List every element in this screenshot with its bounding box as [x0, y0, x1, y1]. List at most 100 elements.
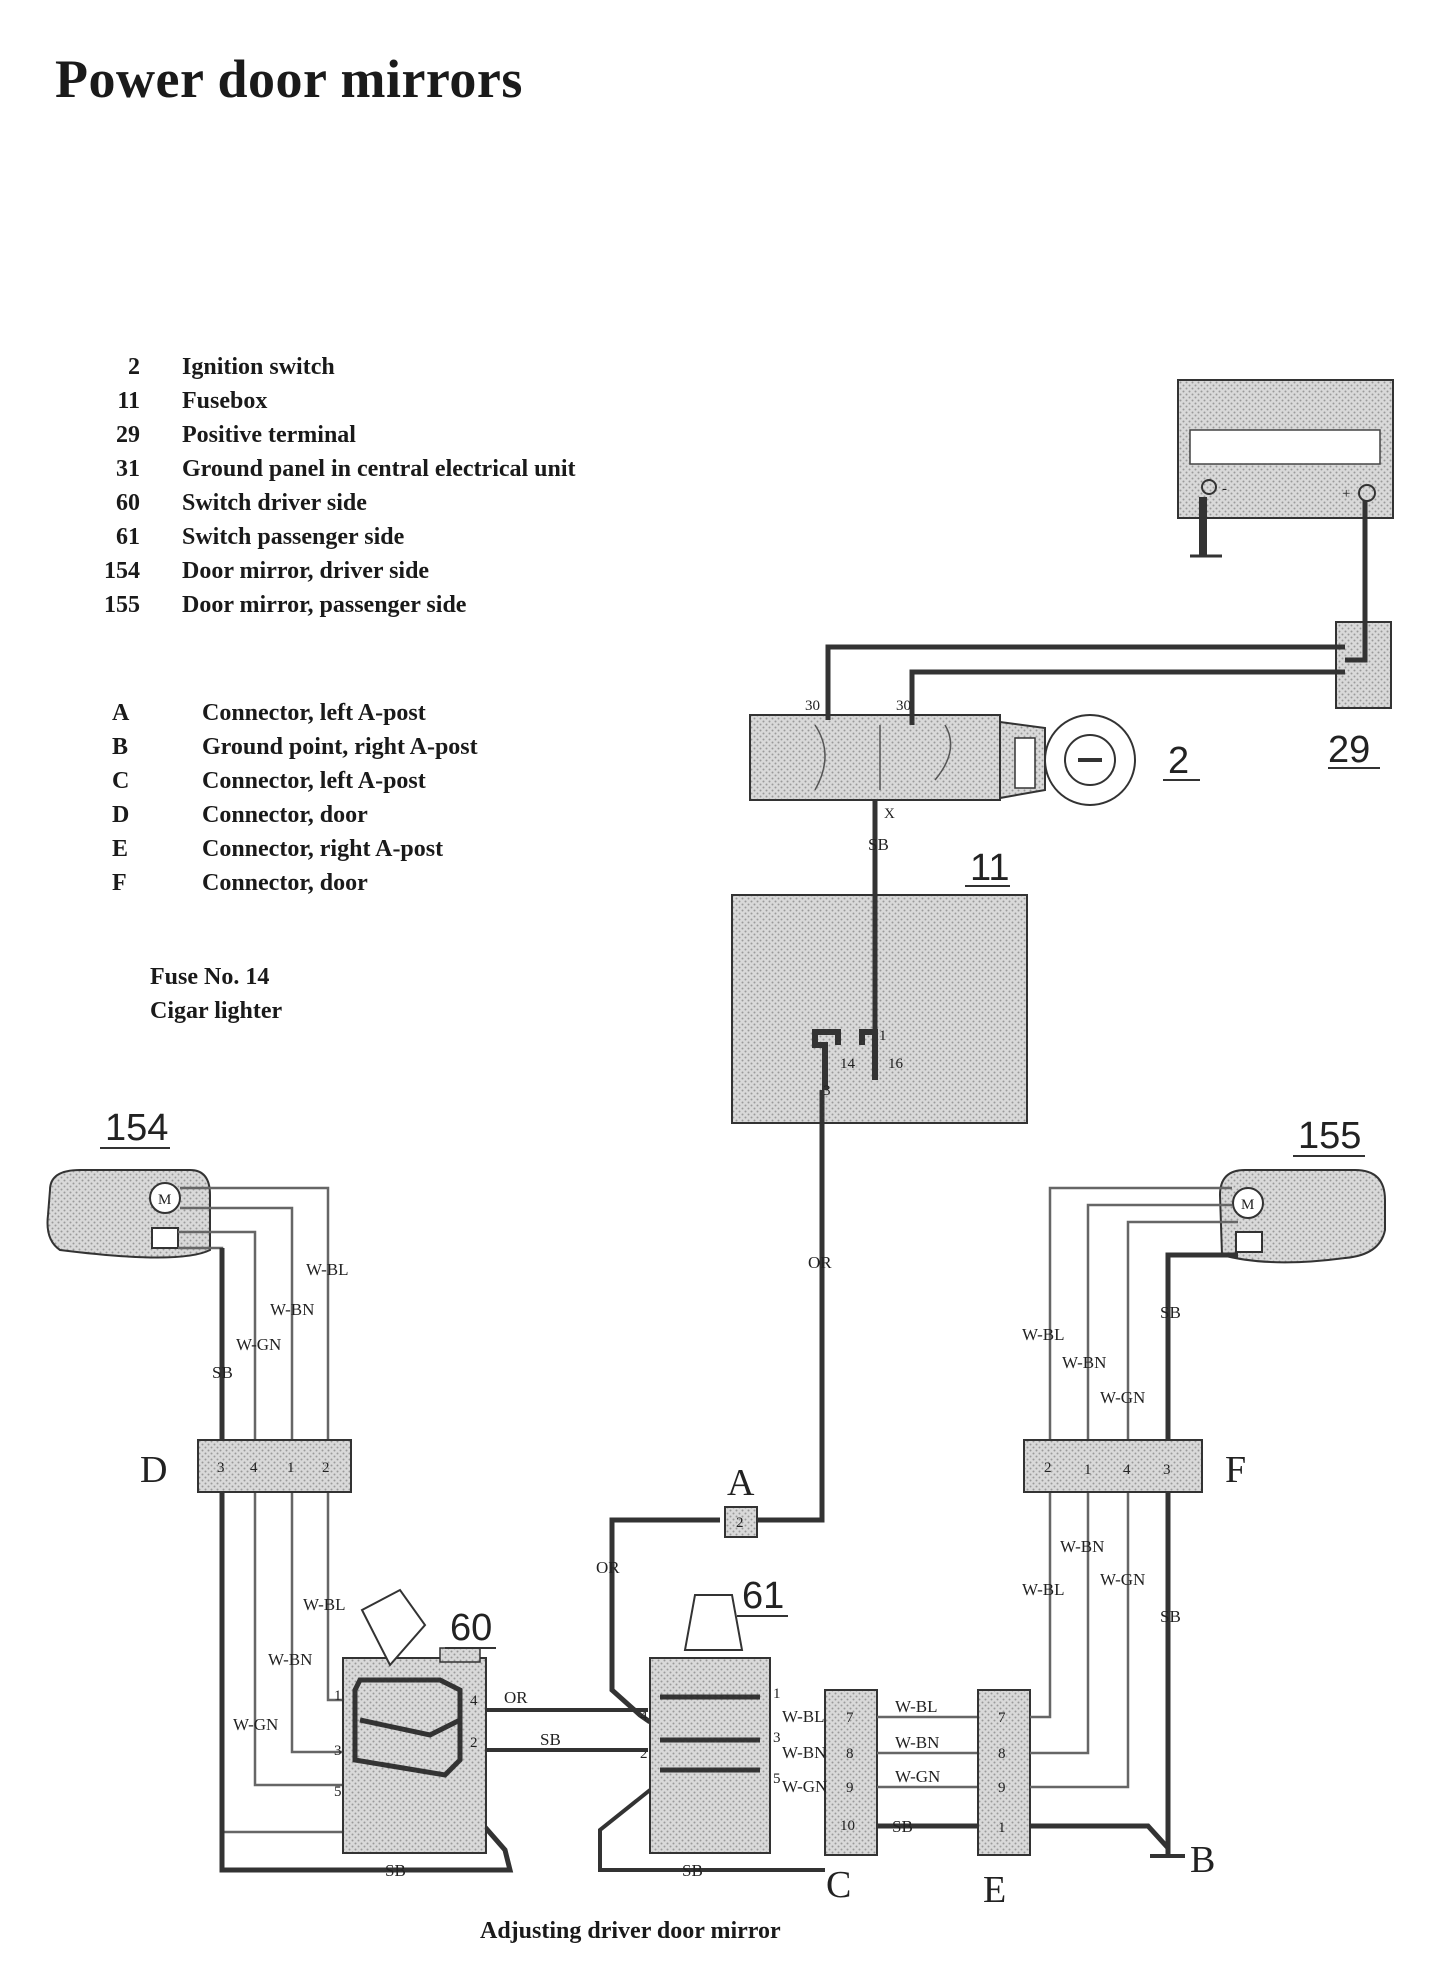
- switch-passenger-61: 61 4 2 1 3 5: [640, 1575, 788, 1854]
- pin-30-left: 30: [805, 698, 820, 714]
- wire-label-wgn: W-GN: [895, 1767, 940, 1786]
- pin-30-right: 30: [896, 698, 911, 714]
- connector-a-pin: 2: [736, 1515, 744, 1531]
- legend-label: Connector, left A-post: [202, 700, 426, 726]
- wire-label-wbl: W-BL: [306, 1260, 349, 1279]
- wire-label-wbl: W-BL: [1022, 1580, 1065, 1599]
- wire-label-sb: SB: [385, 1861, 406, 1880]
- switch61-pin-4: 4: [640, 1708, 648, 1724]
- connector-e-pin: 9: [998, 1780, 1006, 1796]
- legend-number: 61: [116, 524, 140, 550]
- switch60-pin-4: 4: [470, 1693, 478, 1709]
- connector-e: 7 8 9 1 E: [977, 1689, 1031, 1911]
- ref-61: 61: [742, 1575, 784, 1617]
- connector-f: 2 1 4 3 F: [1023, 1439, 1246, 1493]
- legend-label: Fusebox: [182, 388, 268, 414]
- connector-c-pin: 10: [840, 1818, 855, 1834]
- ignition-key-icon: [1044, 714, 1136, 806]
- connector-f-pin: 3: [1163, 1462, 1171, 1478]
- switch60-pin-3: 3: [334, 1743, 342, 1759]
- legend-label: Positive terminal: [182, 422, 356, 448]
- legend-row: 29 Positive terminal: [60, 418, 576, 452]
- joystick-icon: [683, 1594, 744, 1651]
- legend-number: 29: [116, 422, 140, 448]
- fuse-circuit: Cigar lighter: [150, 998, 283, 1024]
- connector-c-pin: 8: [846, 1746, 854, 1762]
- legend-letter: C: [112, 768, 130, 794]
- connector-d-pin: 3: [217, 1460, 225, 1476]
- wire-label-sb: SB: [212, 1363, 233, 1382]
- connector-f-pin: 2: [1044, 1460, 1052, 1476]
- legend-letter: B: [112, 734, 129, 760]
- heater-icon: [1235, 1231, 1263, 1253]
- heater-icon: [151, 1227, 179, 1249]
- connector-d: 3 4 1 2 D: [140, 1439, 352, 1493]
- switch61-pin-5: 5: [773, 1771, 781, 1787]
- ref-b: B: [1190, 1839, 1215, 1881]
- ref-60: 60: [450, 1607, 492, 1649]
- switch-driver-60: 60 4 2 1 3 5: [334, 1588, 496, 1854]
- connector-a: 2 A: [724, 1462, 758, 1538]
- connector-c-pin: 7: [846, 1710, 854, 1726]
- wire-label-sb: SB: [682, 1861, 703, 1880]
- ref-e: E: [983, 1869, 1006, 1911]
- legend-number: 154: [104, 558, 140, 584]
- fuse-pin-1: 1: [879, 1028, 887, 1044]
- switch61-pin-3: 3: [773, 1730, 781, 1746]
- door-mirror-155: M 155: [1218, 1115, 1386, 1264]
- ref-f: F: [1225, 1449, 1246, 1491]
- wire-label-wbn: W-BN: [782, 1743, 826, 1762]
- legend-letter: F: [112, 870, 127, 896]
- positive-terminal-29: 29: [1328, 621, 1392, 771]
- legend-number: 155: [104, 592, 140, 618]
- ignition-switch-2: 2 30 30 X: [749, 698, 1200, 822]
- pin-x: X: [884, 806, 895, 822]
- wire-label-wbl: W-BL: [782, 1707, 825, 1726]
- connector-e-pin: 1: [998, 1820, 1006, 1836]
- wire-label-or: OR: [808, 1253, 832, 1272]
- ref-154: 154: [105, 1107, 168, 1149]
- joystick-icon: [360, 1588, 427, 1667]
- ground-wire-left: [219, 1248, 514, 1873]
- wire-label-or: OR: [596, 1558, 620, 1577]
- legend-row: C Connector, left A-post: [0, 764, 478, 798]
- wire-label-sb: SB: [1160, 1303, 1181, 1322]
- plus-sign: +: [1342, 486, 1350, 502]
- switch60-pin-5: 5: [334, 1784, 342, 1800]
- motor-label: M: [1241, 1197, 1254, 1213]
- legend-letter: E: [112, 836, 129, 862]
- diagram-caption: Adjusting driver door mirror: [480, 1918, 781, 1944]
- wire-label-sb: SB: [1160, 1607, 1181, 1626]
- wire-label-wbl: W-BL: [303, 1595, 346, 1614]
- fuse-pin-14: 14: [840, 1056, 856, 1072]
- switch60-pin-1: 1: [334, 1688, 342, 1704]
- fuse-number: Fuse No. 14: [150, 964, 270, 990]
- legend-number: 60: [116, 490, 140, 516]
- fuse-note: Fuse No. 14 Cigar lighter: [150, 960, 282, 1028]
- wire-label-sb: SB: [868, 835, 889, 854]
- ref-155: 155: [1298, 1115, 1361, 1157]
- ref-a: A: [727, 1462, 755, 1504]
- wire-label-wbn: W-BN: [895, 1733, 939, 1752]
- fuse-14-icon: [812, 1029, 841, 1090]
- negative-terminal-icon: [1201, 479, 1217, 495]
- ref-29: 29: [1328, 729, 1370, 771]
- connector-f-pin: 4: [1123, 1462, 1131, 1478]
- legend-label: Connector, left A-post: [202, 768, 426, 794]
- legend-label: Switch driver side: [182, 490, 367, 516]
- legend-letter: D: [112, 802, 130, 828]
- wire-label-or: OR: [504, 1688, 528, 1707]
- ref-11: 11: [970, 847, 1009, 889]
- switch61-pin-2: 2: [640, 1746, 648, 1762]
- wire-label-wgn: W-GN: [236, 1335, 281, 1354]
- connector-c: 7 8 9 10 C W-BL W-BN W-GN: [782, 1689, 878, 1906]
- ref-c: C: [826, 1864, 851, 1906]
- right-harness: [1030, 1186, 1238, 1789]
- legend-label: Switch passenger side: [182, 524, 405, 550]
